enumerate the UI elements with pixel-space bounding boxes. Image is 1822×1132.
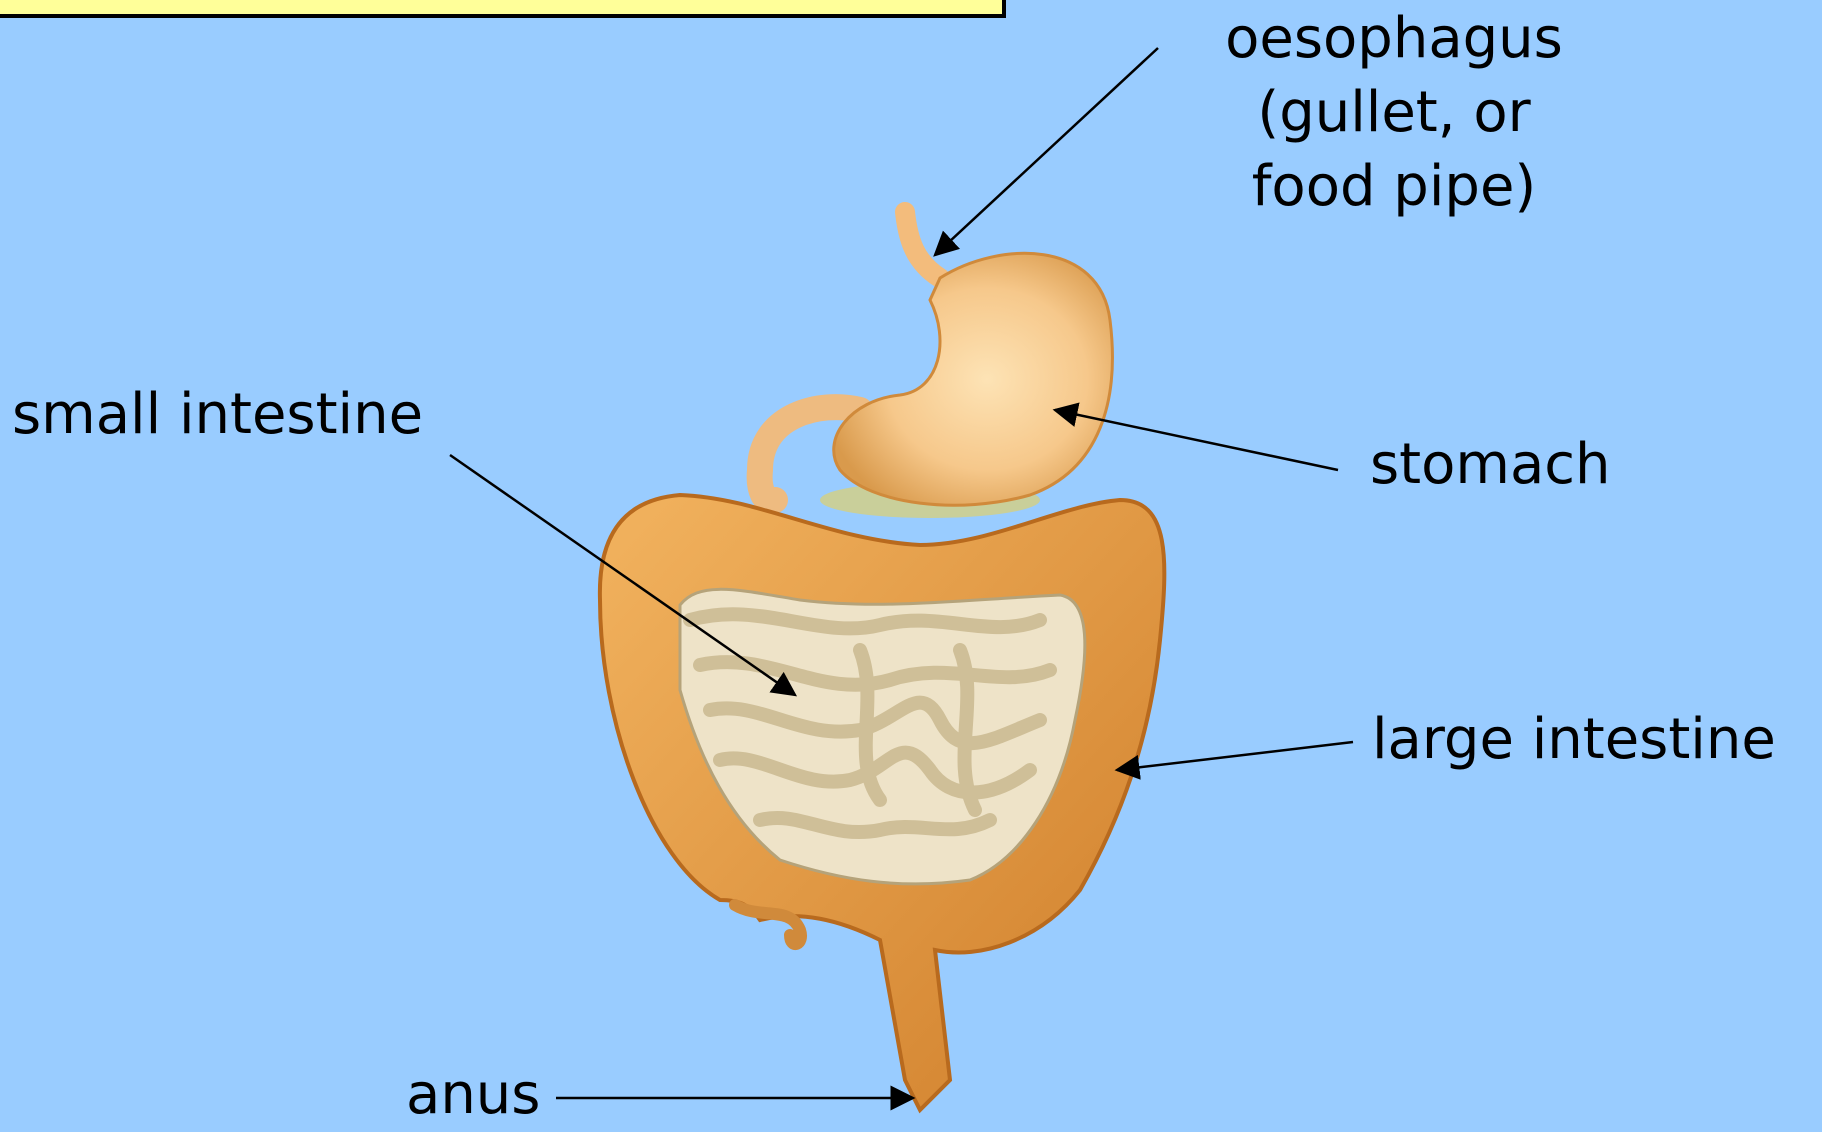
large-intestine-arrow [1117, 742, 1353, 770]
oesophagus-label-line-2: (gullet, or [1194, 76, 1594, 150]
small-intestine-label: small intestine [12, 378, 423, 452]
large-intestine-label: large intestine [1372, 703, 1776, 777]
stomach-shape [834, 253, 1113, 505]
oesophagus-arrow [935, 48, 1158, 255]
anus-label: anus [406, 1058, 540, 1132]
stomach-label: stomach [1370, 428, 1611, 502]
oesophagus-label-line-1: oesophagus [1194, 2, 1594, 76]
oesophagus-label-line-3: food pipe) [1194, 150, 1594, 224]
oesophagus-tube [905, 212, 940, 278]
oesophagus-label: oesophagus (gullet, or food pipe) [1194, 2, 1594, 224]
stomach-arrow [1055, 410, 1338, 470]
